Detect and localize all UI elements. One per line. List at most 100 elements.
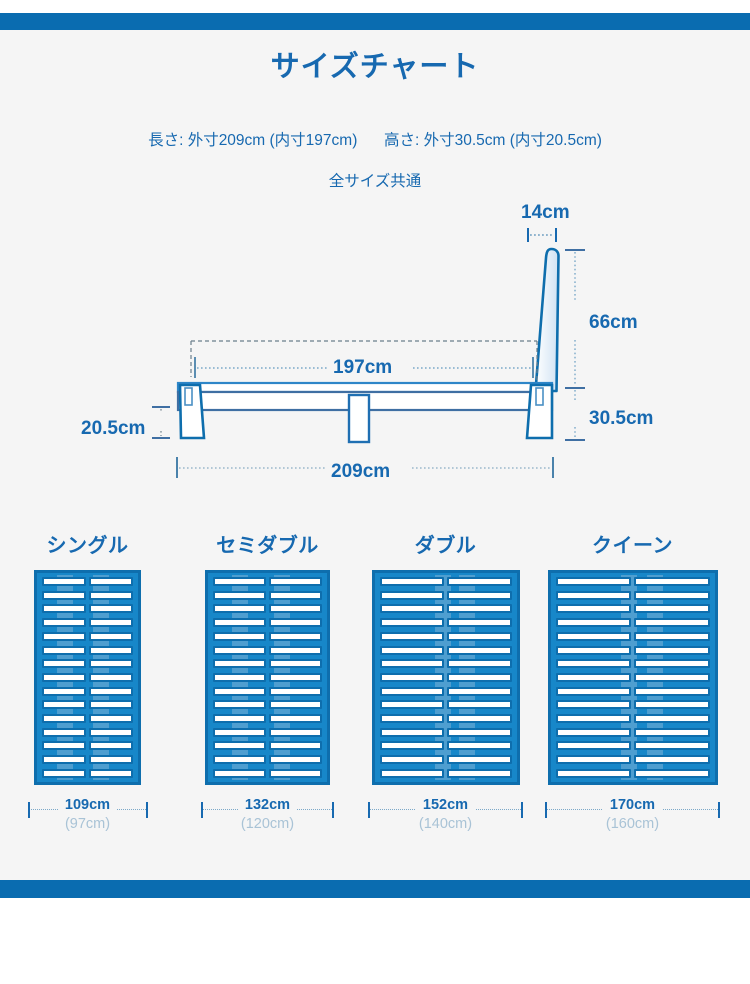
slat (447, 659, 512, 669)
measure-inner-width: (120cm) (240, 816, 295, 832)
slat (634, 577, 710, 586)
slat (42, 672, 86, 682)
slat-row (555, 577, 710, 586)
bed-leg-right (525, 383, 554, 440)
slat (42, 714, 86, 724)
size-measure: 132cm (120cm) (201, 795, 334, 839)
slat (89, 741, 133, 751)
inner-length-dimension (194, 357, 534, 378)
slat (42, 631, 86, 641)
slat-row (379, 577, 512, 586)
slat (269, 714, 322, 724)
slat (269, 604, 322, 614)
size-panel-title: シングル (46, 535, 129, 557)
measure-outer-width: 170cm (545, 797, 720, 813)
dim-frame-height: 30.5cm (589, 408, 654, 429)
slat (634, 727, 710, 737)
slat (42, 604, 86, 614)
slat-row (379, 618, 512, 628)
slat (269, 727, 322, 737)
measure-cap-right (332, 802, 334, 818)
slat (634, 631, 710, 641)
slat-row (379, 631, 512, 641)
slat-row (42, 714, 133, 724)
slat (379, 672, 444, 682)
slat-row (555, 631, 710, 641)
slat (42, 659, 86, 669)
top-accent-bar (0, 13, 750, 30)
slat-row (42, 631, 133, 641)
measure-inner-width: (140cm) (418, 816, 473, 832)
slat-row (42, 659, 133, 669)
slat-group (555, 577, 710, 778)
slat (555, 741, 631, 751)
slat (89, 645, 133, 655)
slat (634, 645, 710, 655)
measure-inner-width: (97cm) (64, 816, 111, 832)
slat-row (213, 618, 322, 628)
slat-row (379, 672, 512, 682)
slat (89, 590, 133, 600)
measure-cap-left (368, 802, 370, 818)
slat-row (42, 768, 133, 778)
slat (555, 618, 631, 628)
slat-row (379, 604, 512, 614)
slat-row (213, 700, 322, 710)
slat (379, 714, 444, 724)
slat-row (213, 577, 322, 586)
measure-outer-width: 152cm (368, 797, 523, 813)
slat (89, 631, 133, 641)
dim-outer-length: 209cm (331, 461, 391, 482)
slat (379, 618, 444, 628)
measure-outer-width: 109cm (28, 797, 148, 813)
slat (42, 590, 86, 600)
slat (447, 700, 512, 710)
slat (555, 727, 631, 737)
slat (555, 686, 631, 696)
bed-leg-center (347, 393, 371, 444)
slat-row (555, 700, 710, 710)
slat (555, 604, 631, 614)
slat-row (555, 672, 710, 682)
slat-row (379, 727, 512, 737)
slat (447, 604, 512, 614)
slat-row (555, 604, 710, 614)
size-measure: 152cm (140cm) (368, 795, 523, 839)
slat (634, 714, 710, 724)
headboard-shape (534, 247, 560, 393)
slat (42, 727, 86, 737)
slat-row (555, 741, 710, 751)
slat (269, 755, 322, 765)
slat (379, 755, 444, 765)
slat (213, 727, 266, 737)
slat-row (42, 604, 133, 614)
slat (379, 768, 444, 778)
slat (213, 700, 266, 710)
slat (213, 755, 266, 765)
slat (555, 631, 631, 641)
measure-outer-width: 132cm (201, 797, 334, 813)
slat (269, 672, 322, 682)
slat (42, 755, 86, 765)
slat (42, 645, 86, 655)
slat (379, 700, 444, 710)
slat-row (213, 604, 322, 614)
slat-row (555, 755, 710, 765)
slat-group (42, 577, 133, 778)
slat-row (42, 686, 133, 696)
slat (213, 604, 266, 614)
slat (379, 727, 444, 737)
slat (634, 672, 710, 682)
spec-note: 全サイズ共通 (328, 173, 422, 190)
slat-row (379, 645, 512, 655)
slat (379, 645, 444, 655)
slat (89, 755, 133, 765)
slat (634, 659, 710, 669)
slat-row (42, 741, 133, 751)
slat (89, 768, 133, 778)
slat (213, 741, 266, 751)
slat-row (555, 714, 710, 724)
slat (447, 577, 512, 586)
slat (269, 741, 322, 751)
slat (447, 741, 512, 751)
